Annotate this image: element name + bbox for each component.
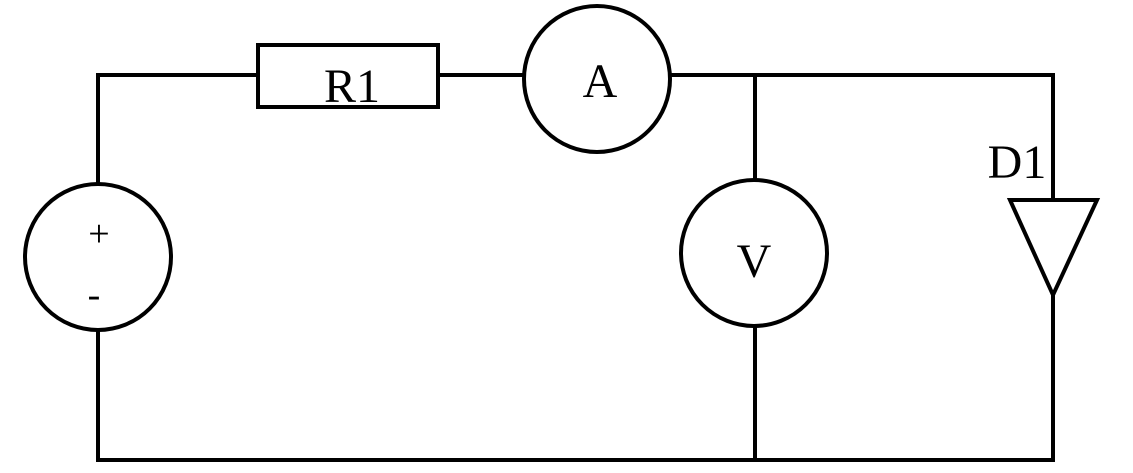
source-minus-label: - (88, 274, 101, 316)
wire-source-to-resistor (96, 73, 260, 185)
diode-label: D1 (988, 136, 1047, 189)
diode-d1: D1 (988, 136, 1101, 300)
voltage-source-circle (23, 182, 173, 332)
voltmeter: V (679, 178, 829, 328)
resistor-label: R1 (324, 60, 380, 113)
wires (96, 73, 1055, 462)
voltage-source: + - (23, 182, 173, 332)
wire-top-right (668, 73, 1055, 202)
source-plus-label: + (88, 213, 109, 255)
voltmeter-circle (679, 178, 829, 328)
resistor-body (256, 43, 440, 109)
diode-triangle (1006, 198, 1101, 300)
ammeter-label: A (583, 55, 618, 108)
voltmeter-label: V (737, 235, 772, 288)
resistor-r1: R1 (256, 43, 440, 113)
ammeter: A (522, 4, 672, 154)
wire-bottom (96, 330, 1055, 462)
ammeter-circle (522, 4, 672, 154)
